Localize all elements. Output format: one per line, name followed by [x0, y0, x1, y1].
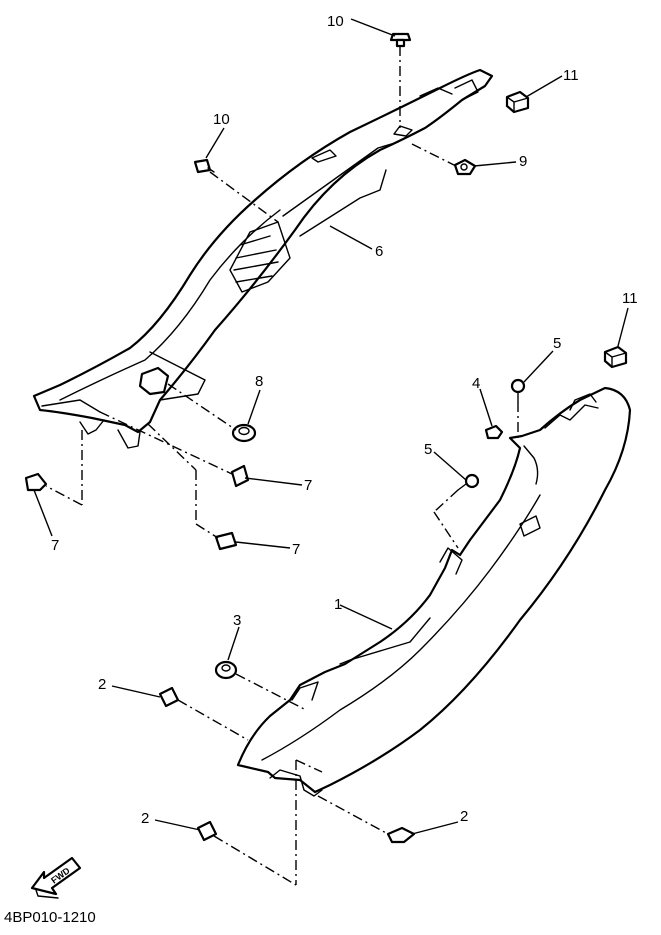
callout-11-top: 11: [563, 67, 579, 84]
callout-5-upper: 5: [553, 335, 561, 352]
part-6-bracket-stud[interactable]: [138, 366, 170, 396]
callout-9: 9: [519, 153, 527, 170]
part-11-cap-top[interactable]: [505, 90, 530, 114]
callout-2-upper: 2: [98, 676, 106, 693]
part-5-screw-upper[interactable]: [510, 378, 526, 403]
part-5-screw-lower[interactable]: [457, 473, 480, 491]
leader-lines: [33, 18, 629, 835]
part-4-nut[interactable]: [484, 424, 504, 440]
part-8-grommet[interactable]: [231, 423, 257, 443]
callout-2-right: 2: [460, 808, 468, 825]
part-2-pad-right[interactable]: [386, 826, 416, 844]
callout-8: 8: [255, 373, 263, 390]
fwd-arrow-icon: FWD: [30, 856, 82, 899]
callout-6: 6: [375, 243, 383, 260]
part-1-side-cover[interactable]: [236, 386, 632, 797]
callout-11-right: 11: [622, 290, 638, 307]
part-7-pad-upper[interactable]: [230, 464, 250, 488]
part-10-screw-left[interactable]: [193, 158, 215, 174]
part-9-clip-nut[interactable]: [453, 158, 477, 176]
callout-3: 3: [233, 612, 241, 629]
callout-7-left: 7: [51, 537, 59, 554]
callout-1: 1: [334, 596, 342, 613]
callout-4: 4: [472, 375, 480, 392]
part-2-pad-lower[interactable]: [196, 820, 218, 842]
part-6-side-cover[interactable]: [32, 68, 494, 449]
diagram-code: 4BP010-1210: [4, 909, 96, 926]
callout-10-top: 10: [327, 13, 344, 30]
part-3-grommet[interactable]: [214, 660, 238, 680]
part-2-pad-upper[interactable]: [158, 686, 180, 708]
part-7-pad-lower[interactable]: [214, 531, 238, 551]
callout-5-lower: 5: [424, 441, 432, 458]
callout-7-upper: 7: [304, 477, 312, 494]
callout-labels: 10 10 11 11 9 6 8 7 7 7 5 5 4 1 3 2 2 2: [51, 13, 638, 827]
part-11-cap-right[interactable]: [603, 345, 628, 369]
callout-10-left: 10: [213, 111, 230, 128]
part-7-pad-left[interactable]: [24, 472, 48, 492]
callout-2-lower: 2: [141, 810, 149, 827]
callout-7-lower: 7: [292, 541, 300, 558]
assembly-lines: [45, 46, 519, 886]
